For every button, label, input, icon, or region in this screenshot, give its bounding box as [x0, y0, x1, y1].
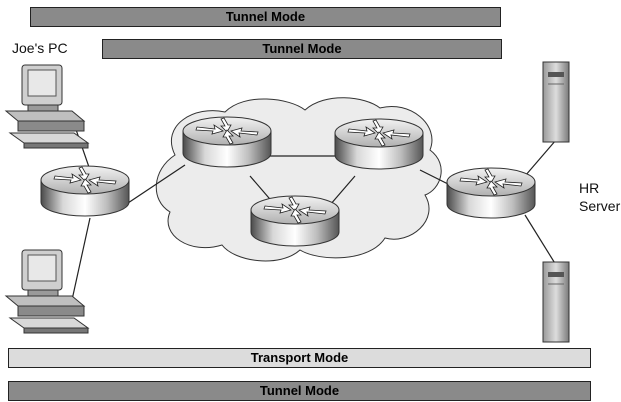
router-icon-cloud-bottom [250, 195, 340, 247]
pc-icon-top [5, 64, 89, 149]
router-icon-right [446, 167, 536, 219]
router-icon-left [40, 165, 130, 217]
server-icon-bottom [542, 261, 570, 343]
pc-icon-bottom [5, 249, 89, 334]
server-icon-top [542, 61, 570, 143]
joes-pc-label: Joe's PC [12, 40, 68, 56]
router-icon-cloud-left [182, 116, 272, 168]
server-label: Server [579, 198, 621, 214]
tunnel-mode-bar-bottom: Tunnel Mode [8, 381, 591, 401]
tunnel-mode-bar-second: Tunnel Mode [102, 39, 502, 59]
transport-mode-bar: Transport Mode [8, 348, 591, 368]
tunnel-mode-bar-top: Tunnel Mode [30, 7, 501, 27]
hr-label: HR [579, 180, 600, 196]
router-icon-cloud-right [334, 118, 424, 170]
